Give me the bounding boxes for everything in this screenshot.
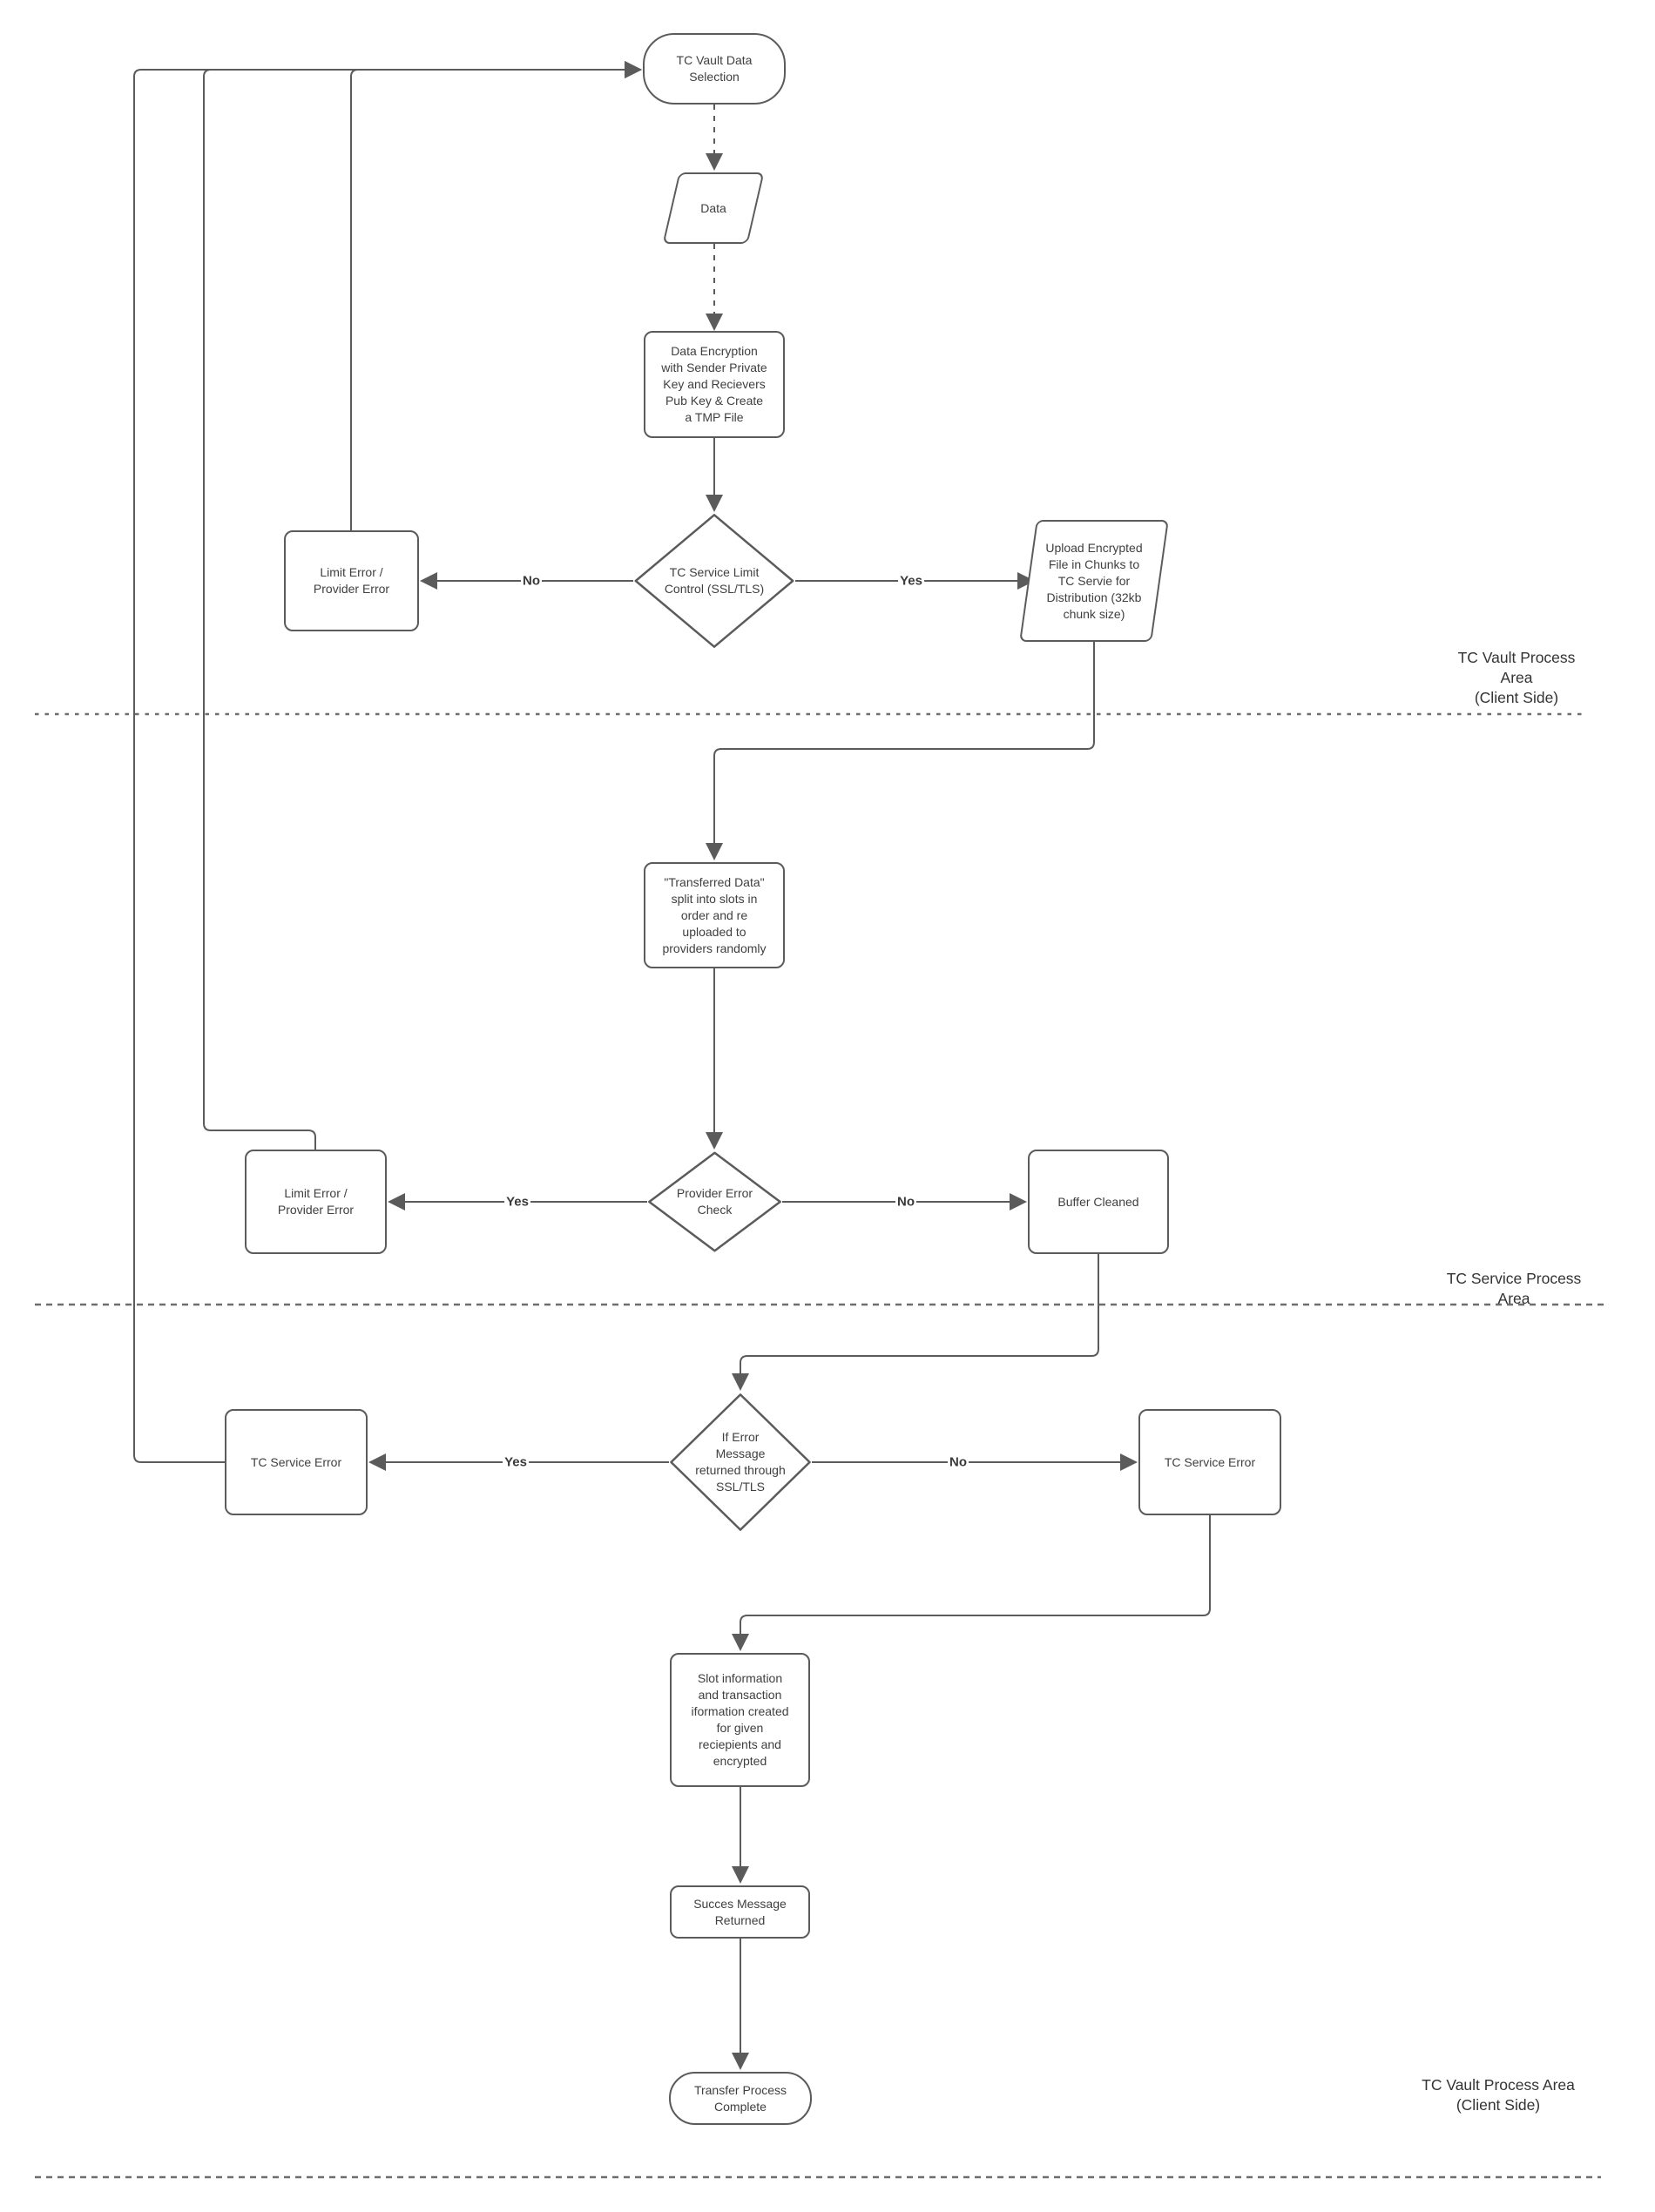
node-buffer-cleaned[interactable]: Buffer Cleaned: [1028, 1150, 1169, 1254]
node-tc-service-error-left[interactable]: TC Service Error: [225, 1409, 368, 1515]
node-limit-error-provider-error-mid[interactable]: Limit Error / Provider Error: [245, 1150, 387, 1254]
node-decision-if-error-message[interactable]: If Error Message returned through SSL/TL…: [669, 1393, 812, 1532]
node-tc-service-error-right[interactable]: TC Service Error: [1138, 1409, 1281, 1515]
edge-label-yes: Yes: [898, 573, 924, 589]
area-label-tc-vault-process-bottom: TC Vault Process Area (Client Side): [1422, 2076, 1575, 2114]
edge-label-yes: Yes: [503, 1454, 529, 1470]
edge-tcerror-right-to-slot: [732, 1515, 1211, 1651]
diamond-shape: [633, 513, 795, 649]
area-label-tc-service-process: TC Service Process Area: [1446, 1270, 1582, 1307]
node-decision-tc-service-limit-control[interactable]: TC Service Limit Control (SSL/TLS): [633, 513, 795, 649]
node-decision-provider-error-check[interactable]: Provider Error Check: [647, 1151, 782, 1252]
edge-label-no: No: [521, 573, 542, 589]
edge-label-yes: Yes: [504, 1194, 530, 1210]
edge-limiterror-top-return: [350, 61, 642, 530]
edge-buffer-to-iferror: [732, 1254, 1099, 1391]
edge-upload-to-transferred: [706, 642, 1095, 860]
edge-label-no: No: [948, 1454, 969, 1470]
node-success-message-returned[interactable]: Succes Message Returned: [670, 1885, 810, 1939]
edge-tcerror-left-return: [133, 61, 642, 1463]
node-upload-encrypted-file[interactable]: Upload Encrypted File in Chunks to TC Se…: [1019, 520, 1169, 642]
edge-limiterror-mid-return: [203, 61, 642, 1150]
node-data-encryption[interactable]: Data Encryption with Sender Private Key …: [644, 331, 785, 438]
node-data-parallelogram[interactable]: Data: [662, 172, 765, 244]
node-end-transfer-process-complete[interactable]: Transfer Process Complete: [669, 2072, 812, 2125]
node-transferred-data-split[interactable]: "Transferred Data" split into slots in o…: [644, 862, 785, 968]
node-start-tc-vault-data-selection[interactable]: TC Vault Data Selection: [643, 33, 786, 105]
diamond-shape: [647, 1151, 782, 1252]
node-limit-error-provider-error-top[interactable]: Limit Error / Provider Error: [284, 530, 419, 631]
diamond-shape: [669, 1393, 812, 1532]
area-label-tc-vault-process-top: TC Vault Process Area (Client Side): [1457, 649, 1576, 706]
edge-label-no: No: [895, 1194, 916, 1210]
node-slot-information[interactable]: Slot information and transaction iformat…: [670, 1653, 810, 1787]
